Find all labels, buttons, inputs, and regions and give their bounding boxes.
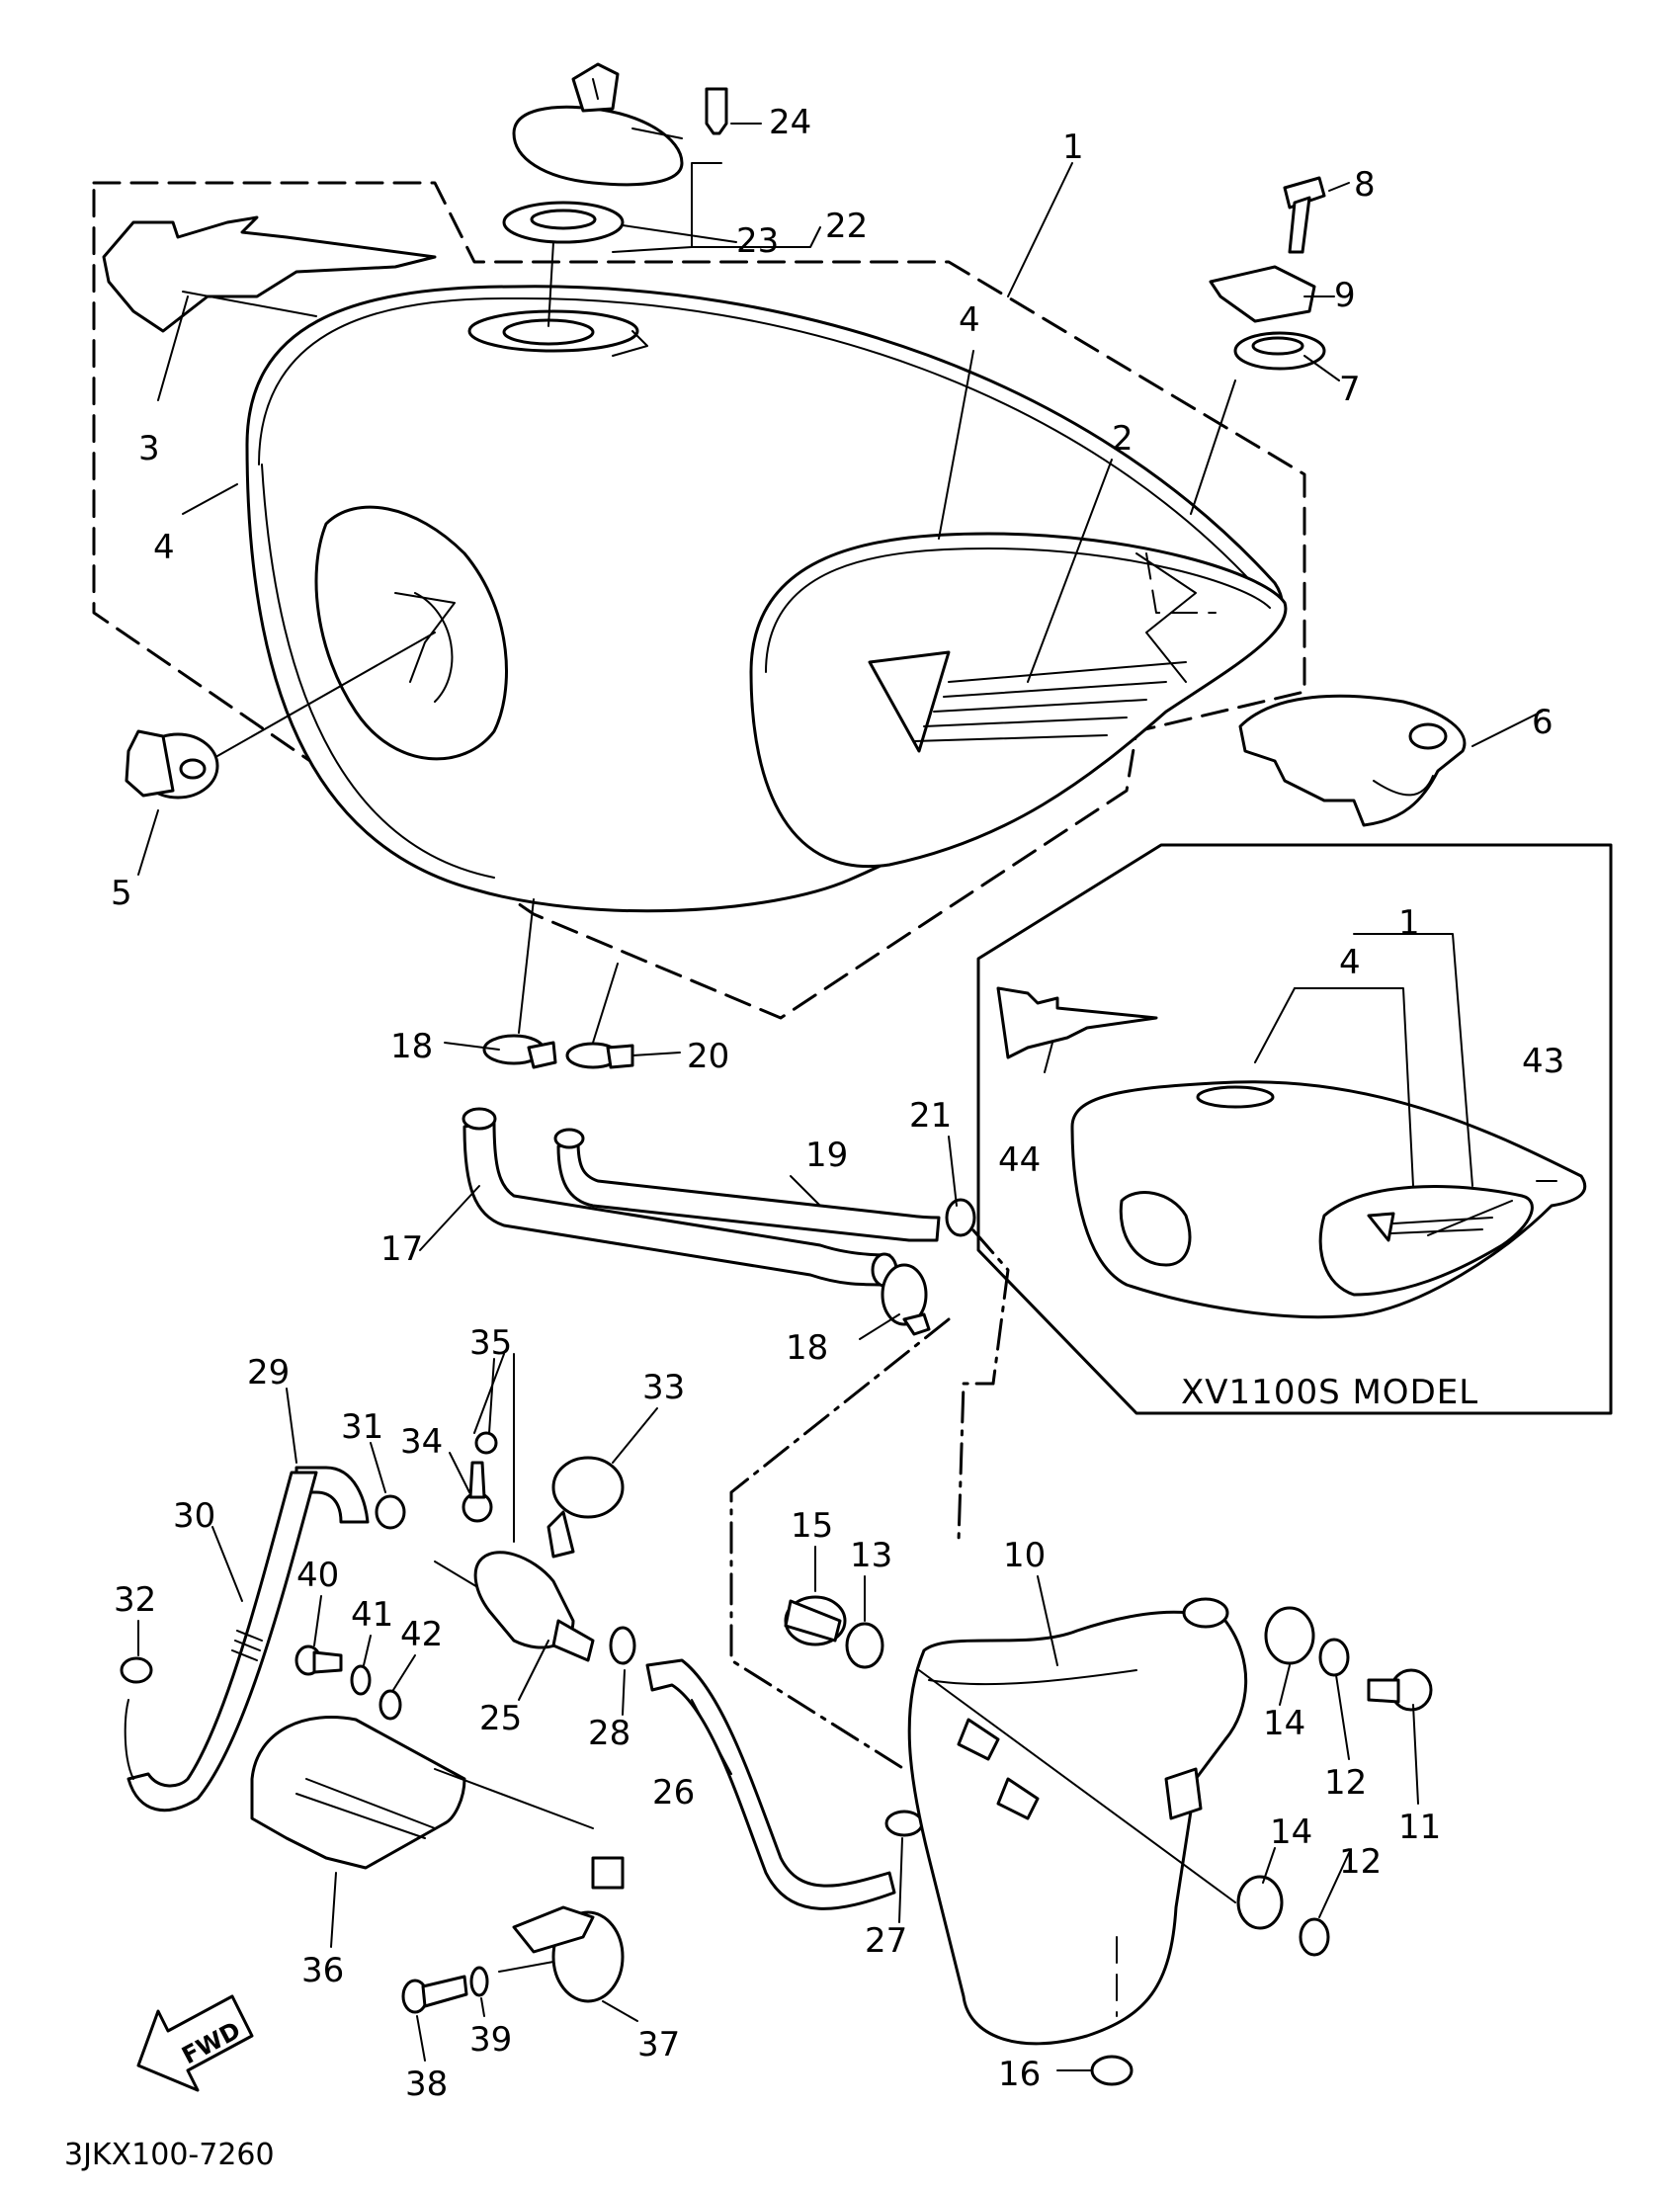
inset-caption: XV1100S MODEL <box>1181 1373 1478 1412</box>
callout-14: 14 <box>1270 1813 1312 1852</box>
callout-36: 36 <box>301 1951 344 1990</box>
route-line-a <box>957 1228 1010 1544</box>
bolt-24 <box>705 87 728 135</box>
callout-30: 30 <box>173 1496 215 1536</box>
grommet-13 <box>845 1622 884 1669</box>
callout-38: 38 <box>405 2065 448 2104</box>
clamp-21 <box>945 1198 976 1237</box>
callout-labels: 1 2 3 4 4 5 6 7 8 9 10 11 12 12 13 14 14… <box>111 103 1564 2104</box>
callout-9: 9 <box>1334 276 1356 315</box>
callout-17: 17 <box>380 1229 423 1269</box>
clamp-33 <box>546 1456 625 1559</box>
sub-tank <box>907 1597 1248 2046</box>
callout-16: 16 <box>998 2055 1041 2094</box>
fuel-filter <box>434 1551 595 1662</box>
callout-44: 44 <box>998 1140 1041 1180</box>
callout-28: 28 <box>588 1714 630 1753</box>
clamp-18-lower <box>881 1263 931 1336</box>
callout-26: 26 <box>652 1773 695 1813</box>
callout-23: 23 <box>736 221 779 261</box>
grommet-14-upper <box>1264 1606 1315 1665</box>
clamp-31 <box>375 1494 406 1530</box>
callout-18: 18 <box>786 1328 828 1368</box>
rear-bracket <box>1238 694 1467 827</box>
callout-43: 43 <box>1522 1042 1564 1081</box>
callout-25: 25 <box>479 1699 522 1738</box>
bolt-38 <box>401 1975 468 2014</box>
inset-decal-44 <box>996 986 1158 1059</box>
callout-20: 20 <box>687 1037 729 1076</box>
callout-8: 8 <box>1354 165 1376 205</box>
washer-39 <box>469 1966 489 1997</box>
clamp-20 <box>565 1042 634 1069</box>
clamp-27 <box>884 1810 924 1837</box>
inset-fuel-tank <box>1070 1080 1587 1319</box>
callout-15: 15 <box>791 1506 833 1546</box>
callout-12: 12 <box>1324 1763 1367 1803</box>
grommet-14-lower <box>1236 1875 1284 1930</box>
callout-22: 22 <box>825 207 868 246</box>
hose-19 <box>553 1128 941 1242</box>
drawing-code: 3JKX100-7260 <box>64 2138 275 2172</box>
washer-41 <box>350 1664 372 1696</box>
callout-42: 42 <box>400 1615 443 1654</box>
clamp-18-upper <box>482 1034 557 1069</box>
callout-19: 19 <box>805 1136 848 1175</box>
callout-39: 39 <box>469 2020 512 2060</box>
bolt-40 <box>294 1644 343 1676</box>
callout-4: 4 <box>959 300 980 340</box>
hose-26 <box>645 1658 896 1910</box>
fuel-cock-knob <box>125 632 436 800</box>
callout-4: 4 <box>1339 943 1361 982</box>
callout-29: 29 <box>247 1353 290 1392</box>
callout-24: 24 <box>769 103 811 142</box>
callout-35: 35 <box>469 1323 512 1363</box>
callout-21: 21 <box>909 1096 952 1136</box>
callout-27: 27 <box>865 1921 907 1961</box>
fuel-cap <box>502 62 684 327</box>
callout-3: 3 <box>138 429 160 468</box>
route-line-b <box>729 1317 951 1771</box>
callout-1: 1 <box>1398 903 1420 943</box>
callout-7: 7 <box>1339 370 1361 409</box>
washer-35 <box>474 1431 498 1455</box>
fwd-arrow-icon: FWD <box>136 1994 254 2092</box>
fuel-pump <box>498 1856 625 2003</box>
callout-14: 14 <box>1263 1704 1305 1743</box>
callout-11: 11 <box>1398 1808 1441 1847</box>
hose-30 <box>126 1471 318 1813</box>
callout-34: 34 <box>400 1422 443 1462</box>
grommet-16 <box>1090 2055 1134 2086</box>
screw-34 <box>462 1461 493 1523</box>
callout-1: 1 <box>1062 127 1084 167</box>
callout-10: 10 <box>1003 1536 1046 1575</box>
bolt-8 <box>1283 176 1326 254</box>
washer-12-lower <box>1299 1917 1330 1957</box>
callout-4: 4 <box>153 528 175 567</box>
inset-frame <box>976 843 1613 1415</box>
callout-18: 18 <box>390 1027 433 1066</box>
callout-33: 33 <box>642 1368 685 1407</box>
callout-32: 32 <box>114 1580 156 1620</box>
callout-40: 40 <box>296 1556 339 1595</box>
callout-37: 37 <box>637 2025 680 2065</box>
fuel-pump-cover <box>250 1716 594 1870</box>
callout-13: 13 <box>850 1536 892 1575</box>
clamp-32 <box>120 1656 153 1684</box>
callout-31: 31 <box>341 1407 383 1447</box>
callout-41: 41 <box>351 1595 393 1635</box>
fuel-tank <box>245 285 1288 913</box>
callout-6: 6 <box>1532 703 1554 742</box>
washer-9 <box>1209 265 1316 323</box>
clamp-28 <box>609 1626 636 1665</box>
callout-12: 12 <box>1339 1842 1382 1882</box>
callout-5: 5 <box>111 874 132 913</box>
callout-2: 2 <box>1112 419 1134 459</box>
washer-42 <box>378 1689 402 1721</box>
leader-lines <box>137 123 1543 2071</box>
washer-12-upper <box>1318 1638 1350 1677</box>
bolt-11 <box>1367 1668 1433 1712</box>
